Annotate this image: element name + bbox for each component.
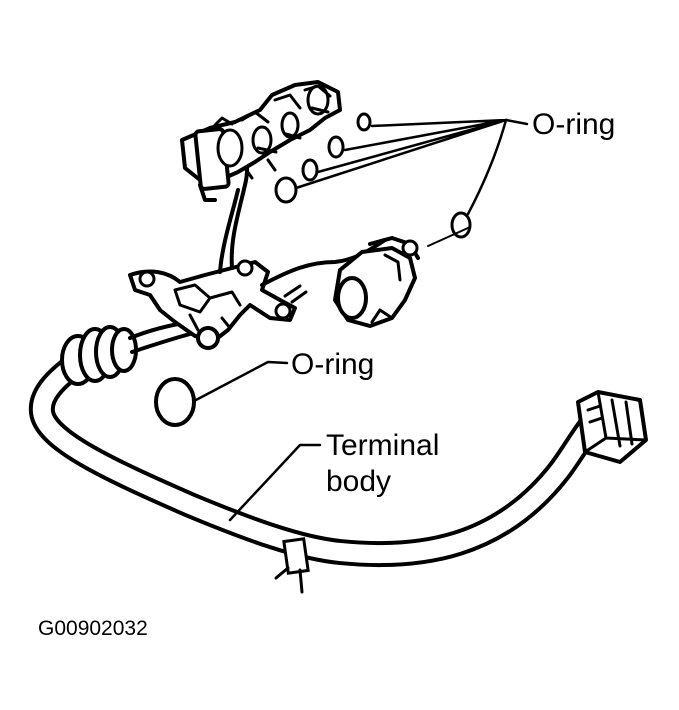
label-o-ring-upper: O-ring [532, 108, 616, 141]
leader-line-terminal [228, 443, 322, 522]
o-ring-large [154, 377, 196, 427]
solenoid-assembly-upper [180, 80, 342, 202]
wiring-harness [28, 352, 613, 568]
harness-connector [576, 390, 648, 464]
harness-clamp [274, 537, 310, 594]
mounting-bracket [128, 259, 297, 350]
o-ring-top-2 [327, 135, 345, 159]
label-terminal-line2: body [326, 465, 392, 498]
leader-line-oring-mid [194, 360, 289, 402]
label-terminal-body: Terminal body [326, 428, 439, 500]
o-ring-top-4 [274, 176, 298, 204]
label-terminal-line1: Terminal [326, 429, 440, 462]
o-ring-right [450, 211, 472, 239]
o-ring-top-3 [301, 158, 319, 182]
o-ring-top-1 [356, 112, 372, 132]
grommet [60, 320, 192, 386]
label-o-ring-middle: O-ring [291, 348, 375, 381]
solenoid-lower-right [333, 236, 420, 328]
figure-code: G00902032 [38, 617, 148, 640]
leader-lines-oring-top [294, 118, 529, 247]
